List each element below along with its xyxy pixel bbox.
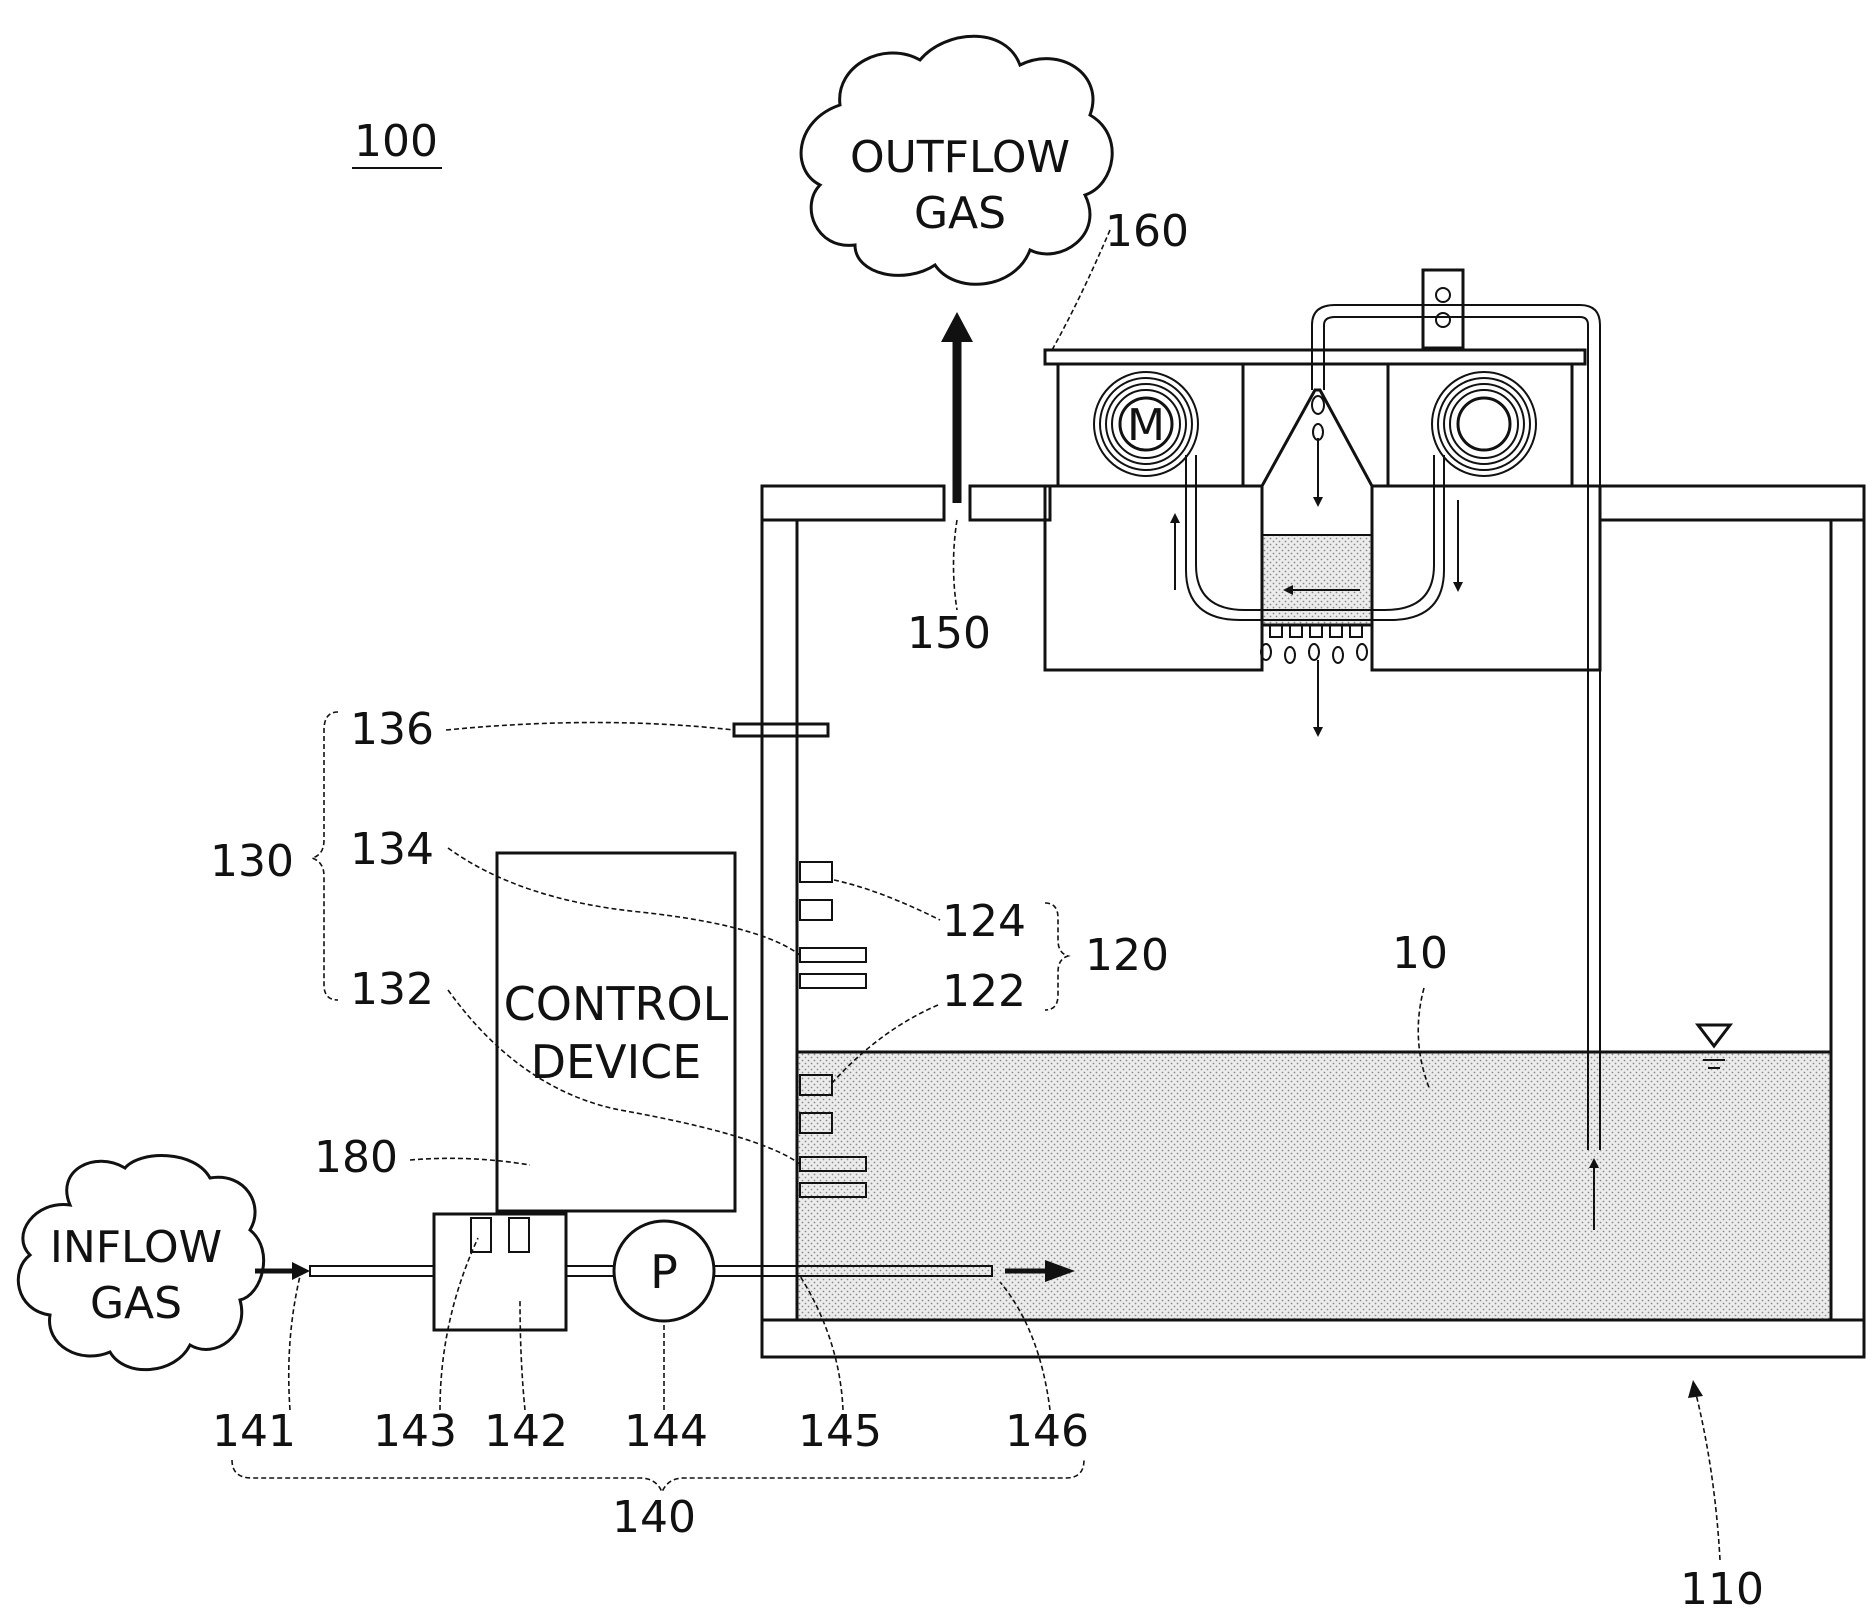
outflow-gas-label-line1: OUTFLOW: [850, 132, 1070, 183]
ref-146: 146: [1005, 1406, 1089, 1457]
control-device-label-line1: CONTROL: [504, 977, 729, 1031]
nozzle-row: [1261, 625, 1367, 663]
ref-160: 160: [1105, 206, 1189, 257]
ref-130: 130: [210, 836, 294, 887]
ref-140: 140: [612, 1492, 696, 1543]
ref-120: 120: [1085, 930, 1169, 981]
outflow-gas-cloud: OUTFLOW GAS: [801, 36, 1112, 284]
inflow-gas-cloud: INFLOW GAS: [18, 1156, 263, 1370]
inflow-gas-label-line1: INFLOW: [50, 1222, 222, 1273]
ref-141: 141: [212, 1406, 296, 1457]
ref-124: 124: [942, 896, 1026, 947]
inflow-gas-label-line2: GAS: [90, 1278, 182, 1329]
ref-136: 136: [350, 704, 434, 755]
ref-143: 143: [373, 1406, 457, 1457]
ref-142: 142: [484, 1406, 568, 1457]
ref-10: 10: [1392, 928, 1448, 979]
ref-145: 145: [798, 1406, 882, 1457]
ref-100: 100: [354, 116, 438, 167]
ref-144: 144: [624, 1406, 708, 1457]
ref-110: 110: [1680, 1564, 1764, 1608]
ref-180: 180: [314, 1132, 398, 1183]
ref-132: 132: [350, 964, 434, 1015]
pump-icon: P: [650, 1245, 678, 1299]
leader-lines: [232, 230, 1720, 1560]
motor-coil: M: [1094, 372, 1198, 476]
motor-icon: M: [1127, 400, 1165, 451]
control-device-180: CONTROL DEVICE: [497, 853, 735, 1211]
outflow-port-150: [941, 312, 973, 503]
ref-122: 122: [942, 966, 1026, 1017]
pulley-coil: [1432, 372, 1536, 476]
reference-labels: 100 160 150 136 134 130 132 124 122 120 …: [210, 116, 1764, 1608]
ref-150: 150: [907, 608, 991, 659]
control-device-label-line2: DEVICE: [531, 1035, 702, 1089]
ref-134: 134: [350, 824, 434, 875]
outflow-gas-label-line2: GAS: [914, 188, 1006, 239]
liquid-10: [797, 1052, 1831, 1320]
